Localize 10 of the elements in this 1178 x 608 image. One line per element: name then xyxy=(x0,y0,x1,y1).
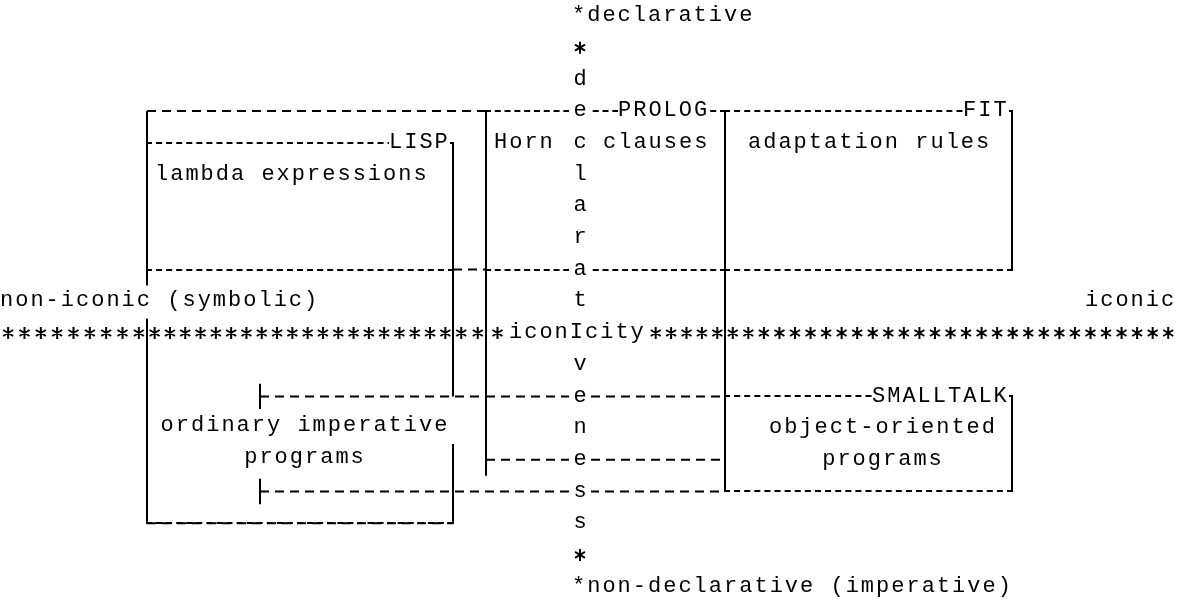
box-text: clauses xyxy=(603,128,710,157)
axis-label: non-iconic (symbolic) xyxy=(0,287,320,316)
box-text: lambda expressions xyxy=(155,160,429,189)
axis-label: iconic xyxy=(1085,287,1177,316)
axis-label: *declarative xyxy=(572,2,755,31)
box-text: adaptation rules xyxy=(748,128,992,157)
axis-label: *non-declarative (imperative) xyxy=(572,572,1013,601)
box-text: ordinary imperative programs xyxy=(159,412,451,472)
box-text: object-oriented programs xyxy=(767,414,998,474)
box-text: Horn xyxy=(494,128,555,157)
